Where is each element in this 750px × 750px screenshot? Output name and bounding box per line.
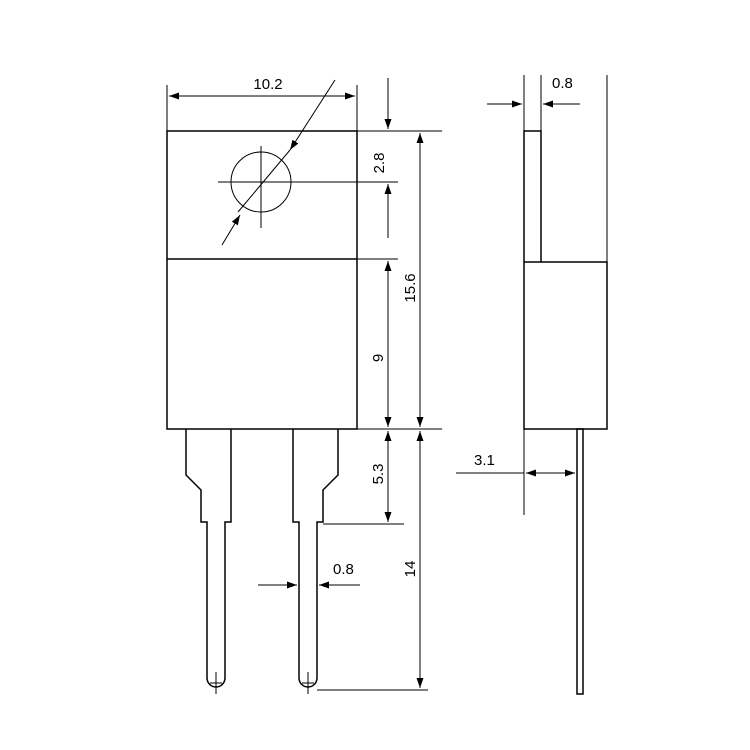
lead-left (185, 429, 232, 688)
hole-leader-top (289, 79, 336, 151)
tab-thickness-label: 0.8 (552, 75, 573, 92)
lead-offset-label: 3.1 (474, 452, 495, 469)
side-view (523, 75, 608, 695)
lower-body-height-label: 9 (370, 354, 387, 362)
lead-width-label: 0.8 (333, 561, 354, 578)
body-height-label: 15.6 (402, 273, 419, 302)
side-lead (576, 428, 584, 695)
package-body (166, 130, 358, 430)
hole-offset-label: 2.8 (371, 153, 388, 174)
body-width-label: 10.2 (253, 76, 282, 93)
side-tab (523, 130, 542, 262)
hole-leader-bottom (221, 214, 241, 246)
hole-diameter-line (237, 149, 291, 213)
front-view (166, 79, 398, 694)
front-dimensions: 10.2 2.8 15.6 9 5.3 14 0.8 (166, 76, 442, 691)
lead-shoulder-label: 5.3 (370, 464, 387, 485)
side-body (523, 261, 608, 430)
side-dimensions: 0.8 3.1 (456, 75, 580, 477)
lead-right (292, 429, 339, 688)
lead-length-label: 14 (402, 561, 419, 578)
